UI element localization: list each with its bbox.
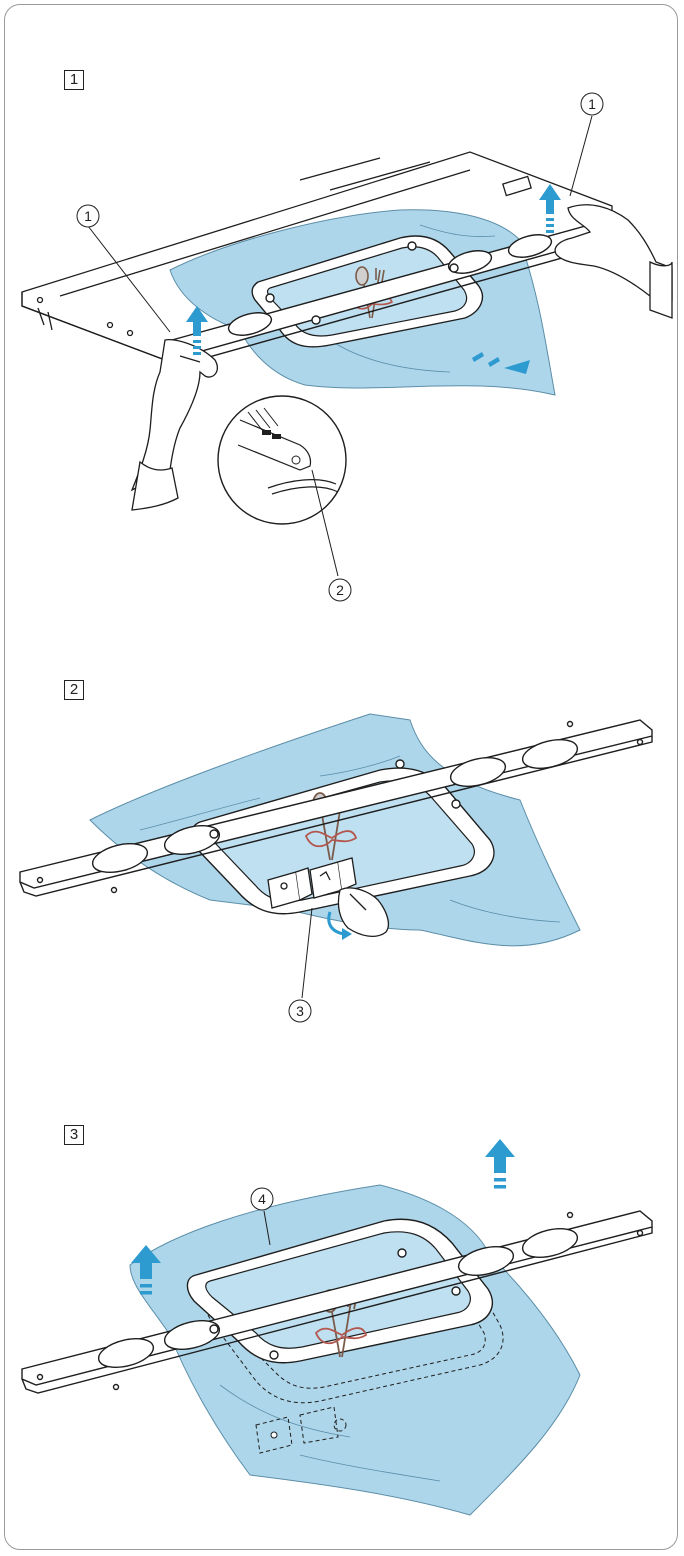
leader-line: [302, 908, 312, 998]
callout-1-right: 1: [581, 93, 603, 115]
svg-text:2: 2: [336, 582, 344, 598]
svg-text:3: 3: [296, 1003, 304, 1019]
svg-text:4: 4: [258, 1191, 266, 1207]
callout-2: 2: [329, 579, 351, 601]
callout-1-left: 1: [77, 205, 99, 227]
step-3-illustration: 4: [0, 1125, 684, 1545]
lift-arrow-right: [485, 1139, 515, 1189]
step-2-illustration: 3: [0, 680, 684, 1060]
detail-magnifier: [218, 396, 346, 524]
svg-text:1: 1: [588, 96, 596, 112]
svg-text:1: 1: [84, 208, 92, 224]
callout-3: 3: [289, 1000, 311, 1022]
callout-4: 4: [251, 1188, 273, 1210]
left-hand: [132, 340, 217, 510]
step-1-illustration: 1 1 2: [0, 0, 684, 640]
